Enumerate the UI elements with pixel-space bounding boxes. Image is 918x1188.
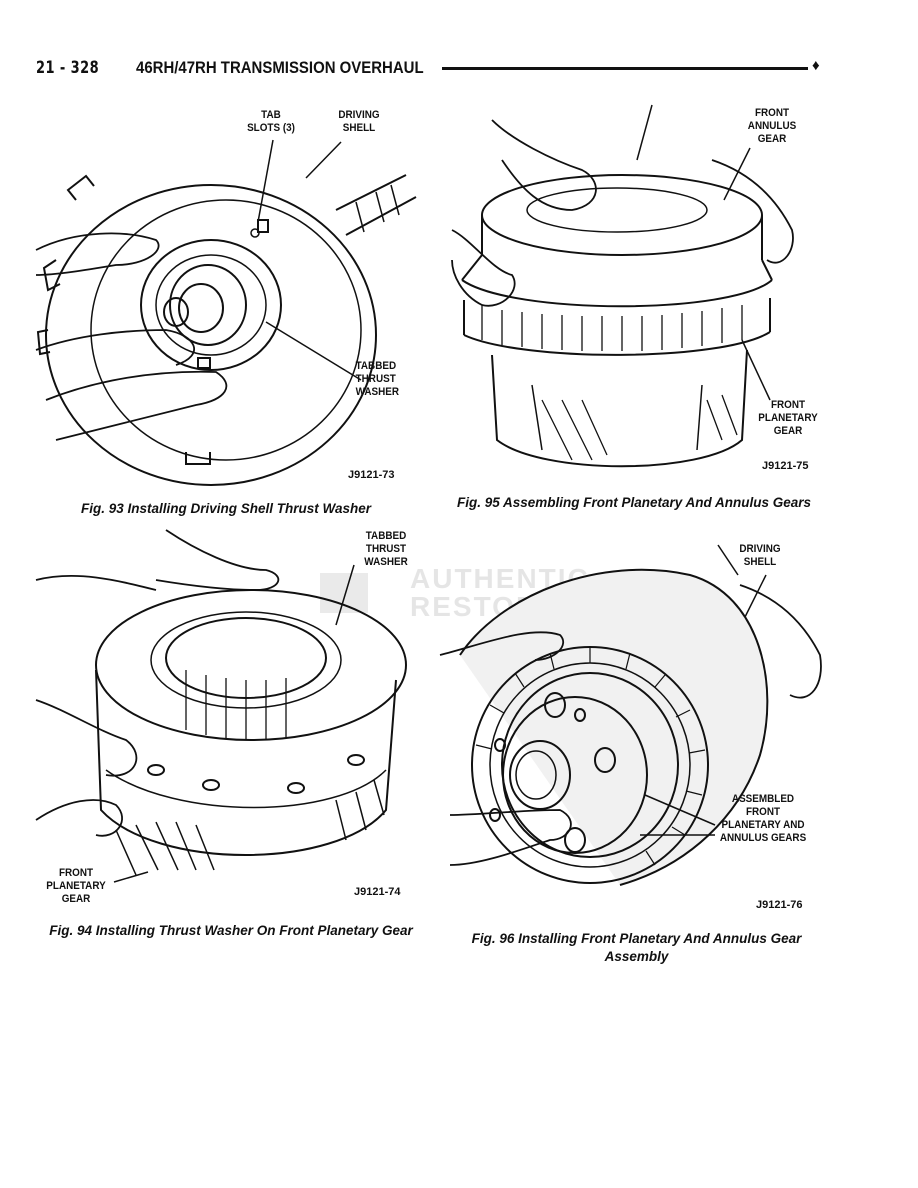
figure-96-illustration bbox=[439, 544, 822, 886]
figure-96: DRIVING SHELL ASSEMBLED FRONT PLANETARY … bbox=[439, 535, 835, 920]
figure-93-caption: Fig. 93 Installing Driving Shell Thrust … bbox=[80, 501, 372, 516]
figure-95-illustration bbox=[451, 104, 794, 468]
figure-96-caption: Fig. 96 Installing Front Planetary And A… bbox=[471, 931, 802, 964]
callout-tabbed-thrust-washer: TABBED THRUST WASHER bbox=[364, 530, 408, 568]
figure-code: J9121-75 bbox=[762, 460, 809, 472]
callout-assembled-planetary-annulus: ASSEMBLED FRONT PLANETARY AND ANNULUS GE… bbox=[719, 793, 807, 844]
figure-95-caption: Fig. 95 Assembling Front Planetary And A… bbox=[456, 495, 812, 510]
figure-94-caption: Fig. 94 Installing Thrust Washer On Fron… bbox=[49, 923, 413, 938]
page-number: 21 - 328 bbox=[36, 58, 100, 78]
figure-94-illustration bbox=[35, 529, 407, 883]
callout-front-planetary-gear: FRONT PLANETARY GEAR bbox=[758, 399, 818, 437]
callout-tab-slots: TAB SLOTS (3) bbox=[247, 109, 295, 134]
figure-code: J9121-76 bbox=[756, 899, 803, 911]
callout-driving-shell: DRIVING SHELL bbox=[338, 109, 380, 134]
figure-95: FRONT ANNULUS GEAR FRONT PLANETARY GEAR … bbox=[451, 100, 832, 480]
figure-93-illustration bbox=[35, 139, 417, 486]
callout-front-annulus-gear: FRONT ANNULUS GEAR bbox=[747, 107, 797, 145]
page-header: 21 - 328 46RH/47RH TRANSMISSION OVERHAUL… bbox=[36, 54, 826, 80]
figure-code: J9121-74 bbox=[354, 886, 401, 898]
diamond-icon: ♦ bbox=[812, 57, 820, 74]
callout-front-planetary-gear: FRONT PLANETARY GEAR bbox=[46, 867, 106, 905]
watermark-logo bbox=[320, 573, 368, 613]
callout-tabbed-thrust-washer: TABBED THRUST WASHER bbox=[355, 360, 400, 398]
figure-code: J9121-73 bbox=[348, 469, 395, 481]
figure-94: TABBED THRUST WASHER FRONT PLANETARY GEA… bbox=[35, 529, 426, 915]
section-title: 46RH/47RH TRANSMISSION OVERHAUL bbox=[136, 58, 424, 77]
callout-driving-shell: DRIVING SHELL bbox=[739, 543, 781, 568]
header-rule bbox=[442, 67, 808, 70]
figure-93: TAB SLOTS (3) DRIVING SHELL TABBED THRUS… bbox=[35, 100, 417, 490]
